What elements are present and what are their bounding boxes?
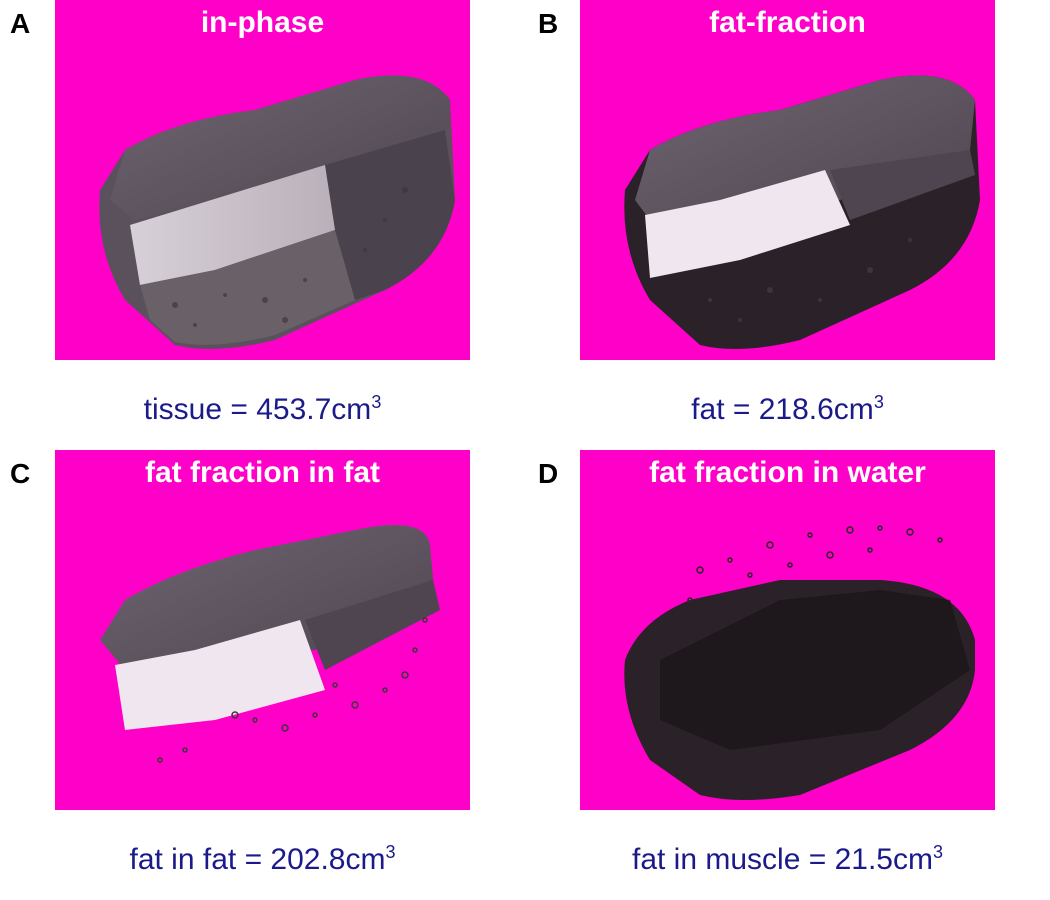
caption-label-a: tissue: [143, 393, 223, 426]
panel-letter-d: D: [538, 458, 559, 489]
caption-value-d: 21.5cm: [834, 843, 933, 876]
caption-value-a: 453.7cm: [256, 393, 372, 426]
caption-c: fat in fat = 202.8cm3: [129, 842, 396, 876]
tissue-render-d: [624, 525, 975, 800]
caption-label-d: fat in muscle: [631, 843, 801, 876]
tissue-render-b: [624, 75, 980, 349]
caption-exp-c: 3: [385, 842, 396, 862]
render-image-c: fat fraction in fat: [55, 450, 470, 810]
caption-exp-a: 3: [371, 392, 382, 412]
render-image-a: in-phase: [55, 0, 470, 360]
caption-d: fat in muscle = 21.5cm3: [631, 842, 943, 876]
render-image-b: fat-fraction: [580, 0, 995, 360]
caption-exp-b: 3: [873, 392, 884, 412]
panel-title-b: fat-fraction: [709, 6, 866, 39]
render-image-d: fat fraction in water: [580, 450, 995, 810]
caption-a: tissue = 453.7cm3: [143, 392, 382, 426]
panel-title-d: fat fraction in water: [649, 456, 926, 489]
caption-value-b: 218.6cm: [758, 393, 874, 426]
panel-letter-b: B: [538, 8, 559, 39]
caption-label-c: fat in fat: [129, 843, 237, 876]
panel-title-a: in-phase: [200, 6, 325, 39]
caption-exp-d: 3: [932, 842, 943, 862]
panel-letter-a: A: [10, 8, 31, 39]
caption-label-b: fat: [691, 393, 725, 426]
panel-title-c: fat fraction in fat: [144, 456, 380, 489]
caption-value-c: 202.8cm: [270, 843, 386, 876]
caption-b: fat = 218.6cm3: [691, 392, 884, 426]
panel-letter-c: C: [10, 458, 31, 489]
tissue-render-a: [99, 75, 456, 349]
tissue-render-c: [100, 525, 440, 763]
